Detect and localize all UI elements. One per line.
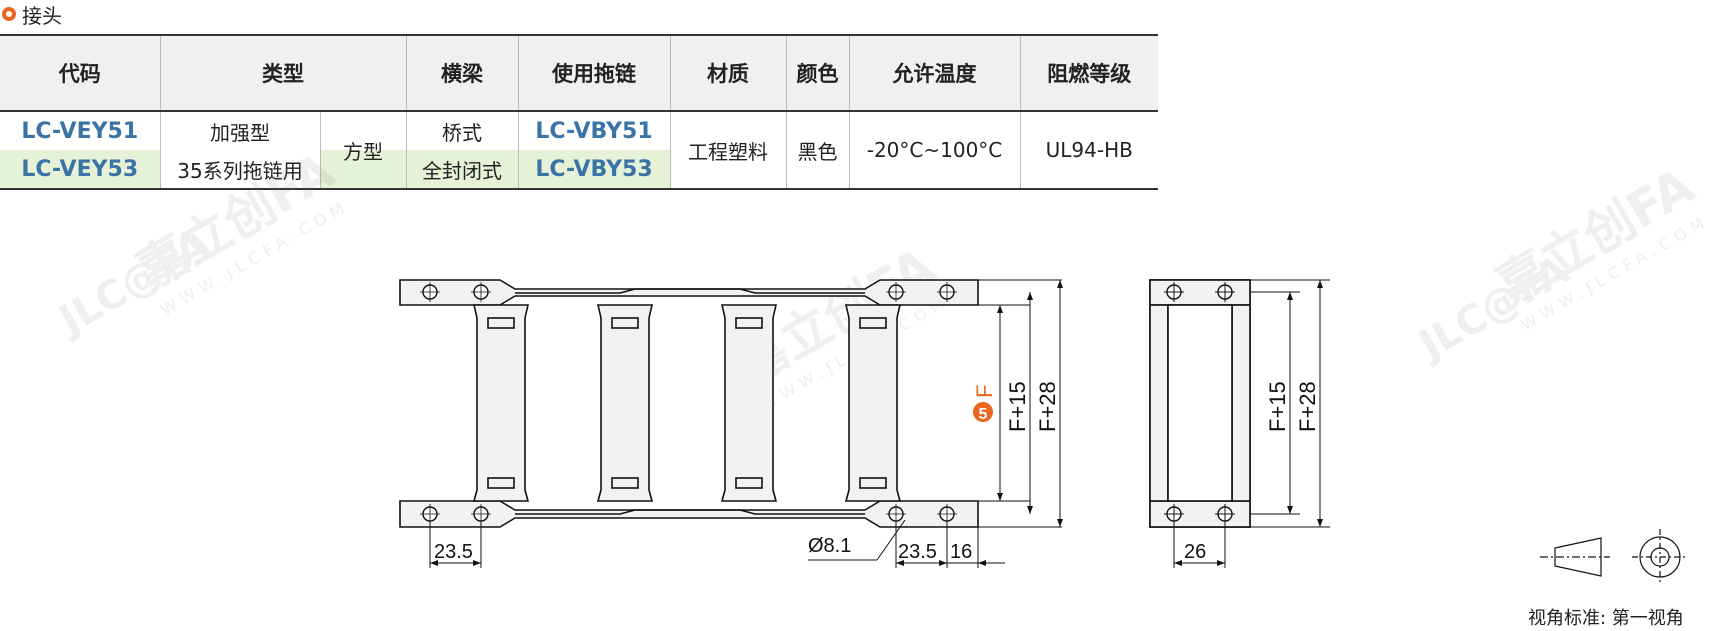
front-dimensions — [429, 279, 1062, 568]
table-row: LC-VEY53 35系列拖链用 全封闭式 LC-VBY53 — [0, 150, 1158, 189]
side-dimensions — [1164, 279, 1330, 568]
dim-f28: F+28 — [1035, 381, 1060, 432]
cell-chain: LC-VBY51 — [518, 111, 671, 150]
header-type: 类型 — [160, 35, 407, 112]
table-row: LC-VEY51 加强型 方型 桥式 LC-VBY51 工程塑料 黑色 -20°… — [0, 111, 1158, 189]
slot — [859, 317, 887, 329]
header-material: 材质 — [670, 35, 787, 112]
crossbar — [596, 304, 654, 502]
rail-step — [515, 509, 865, 515]
cell-beam: 全封闭式 — [406, 150, 519, 189]
side-view — [1149, 279, 1251, 528]
hole-centerlines — [420, 282, 957, 524]
side-arrows — [1174, 280, 1323, 566]
cell-temp: -20°C~100°C — [849, 111, 1021, 189]
side-left-bar — [1149, 304, 1169, 502]
crossbar — [472, 304, 530, 502]
slot — [487, 477, 515, 489]
slot — [611, 317, 639, 329]
dim-hole: Ø8.1 — [808, 535, 851, 557]
note-number: 5 — [979, 406, 988, 423]
header-code: 代码 — [0, 35, 161, 112]
header-color: 颜色 — [786, 35, 850, 112]
cell-beam: 桥式 — [406, 111, 519, 150]
slot — [611, 477, 639, 489]
dim-pitch-left: 23.5 — [434, 541, 473, 563]
cell-type-a: 加强型 — [160, 111, 321, 150]
side-right-bar — [1231, 304, 1251, 502]
dim-f15-side: F+15 — [1265, 381, 1290, 432]
cell-color: 黑色 — [786, 111, 850, 189]
first-angle-projection-icon — [1540, 529, 1688, 585]
section-header: 接头 — [2, 0, 62, 28]
crossbar — [720, 304, 778, 502]
slot — [735, 477, 763, 489]
dim-f28-side: F+28 — [1295, 381, 1320, 432]
header-flame: 阻燃等级 — [1020, 35, 1158, 112]
slot — [487, 317, 515, 329]
cell-type-a: 35系列拖链用 — [160, 150, 321, 189]
slot — [735, 317, 763, 329]
projection-note: 视角标准: 第一视角 — [1528, 608, 1684, 629]
dim-pitch-right: 23.5 — [898, 541, 937, 563]
header-chain: 使用拖链 — [518, 35, 671, 112]
slot — [859, 477, 887, 489]
side-dim-labels: 26 F+15 F+28 — [1184, 381, 1320, 563]
cell-type-b: 方型 — [320, 111, 407, 189]
vertical-labels: 5 F F+15 F+28 — [972, 381, 1060, 432]
dimension-arrows — [430, 280, 1063, 566]
table-header-row: 代码 类型 横梁 使用拖链 材质 颜色 允许温度 阻燃等级 — [0, 35, 1158, 112]
header-beam: 横梁 — [406, 35, 519, 112]
spec-table: 代码 类型 横梁 使用拖链 材质 颜色 允许温度 阻燃等级 LC-VEY51 加… — [0, 34, 1158, 190]
front-view — [399, 279, 979, 528]
cell-code: LC-VEY51 — [0, 111, 161, 150]
rail-step — [515, 288, 865, 294]
dim-f: F — [972, 385, 997, 398]
section-title: 接头 — [22, 3, 62, 28]
cell-material: 工程塑料 — [670, 111, 787, 189]
section-ring-icon — [2, 7, 16, 21]
cell-chain: LC-VBY53 — [518, 150, 671, 189]
dim-end: 16 — [950, 541, 972, 563]
front-dim-labels: 23.5 Ø8.1 23.5 16 — [434, 535, 972, 563]
cell-flame: UL94-HB — [1045, 138, 1133, 162]
dim-f15: F+15 — [1005, 381, 1030, 432]
dim-width-side: 26 — [1184, 541, 1206, 563]
cell-code: LC-VEY53 — [0, 150, 161, 189]
crossbar — [844, 304, 902, 502]
side-opening — [1167, 304, 1233, 502]
header-temp: 允许温度 — [849, 35, 1021, 112]
note-badge — [973, 402, 993, 422]
